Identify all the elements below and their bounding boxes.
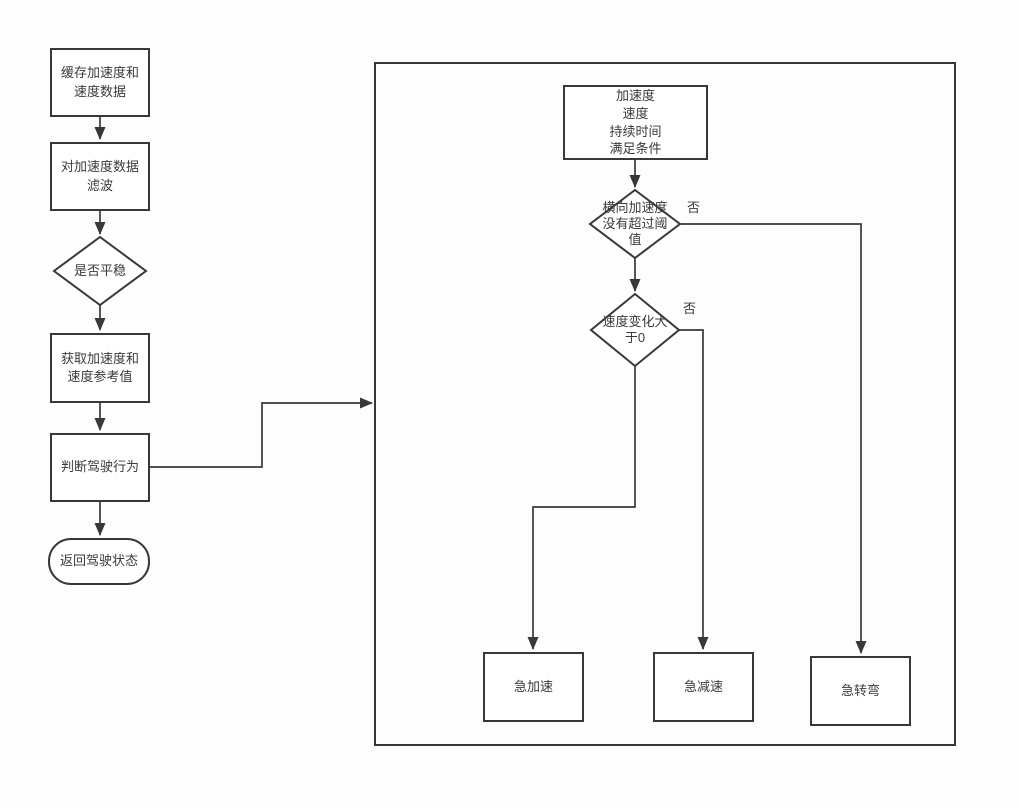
edge-label-speed-no: 否 — [683, 301, 697, 316]
node-speed-change: 速度变化大 于0 — [602, 314, 668, 345]
lateral-check-diamond-shape — [588, 188, 682, 260]
detail-group-frame — [374, 62, 956, 746]
node-lateral-check: 横向加速度 没有超过阈 值 — [602, 200, 668, 247]
node-judge-behavior: 判断驾驶行为 — [50, 433, 150, 502]
node-hard-brake: 急减速 — [653, 652, 754, 722]
node-hard-accel: 急加速 — [483, 652, 584, 722]
edge-lateral-no-to-hardturn — [680, 223, 867, 654]
node-conditions: 加速度 速度 持续时间 满足条件 — [563, 85, 708, 160]
speed-change-diamond-shape — [589, 292, 681, 368]
node-get-reference: 获取加速度和 速度参考值 — [50, 333, 150, 403]
node-return-state: 返回驾驶状态 — [48, 538, 150, 585]
edge-label-lateral-no: 否 — [687, 200, 701, 215]
node-cache-data: 缓存加速度和 速度数据 — [50, 48, 150, 117]
is-stable-diamond-shape — [52, 235, 148, 307]
edge-speedchange-yes-to-hardaccel — [527, 366, 636, 650]
node-is-stable: 是否平稳 — [73, 263, 126, 279]
edge-speedchange-no-to-hardbrake — [679, 329, 709, 650]
edge-judge-to-detail-frame — [150, 397, 373, 468]
node-hard-turn: 急转弯 — [810, 656, 911, 726]
node-filter-accel: 对加速度数据 滤波 — [50, 142, 150, 211]
